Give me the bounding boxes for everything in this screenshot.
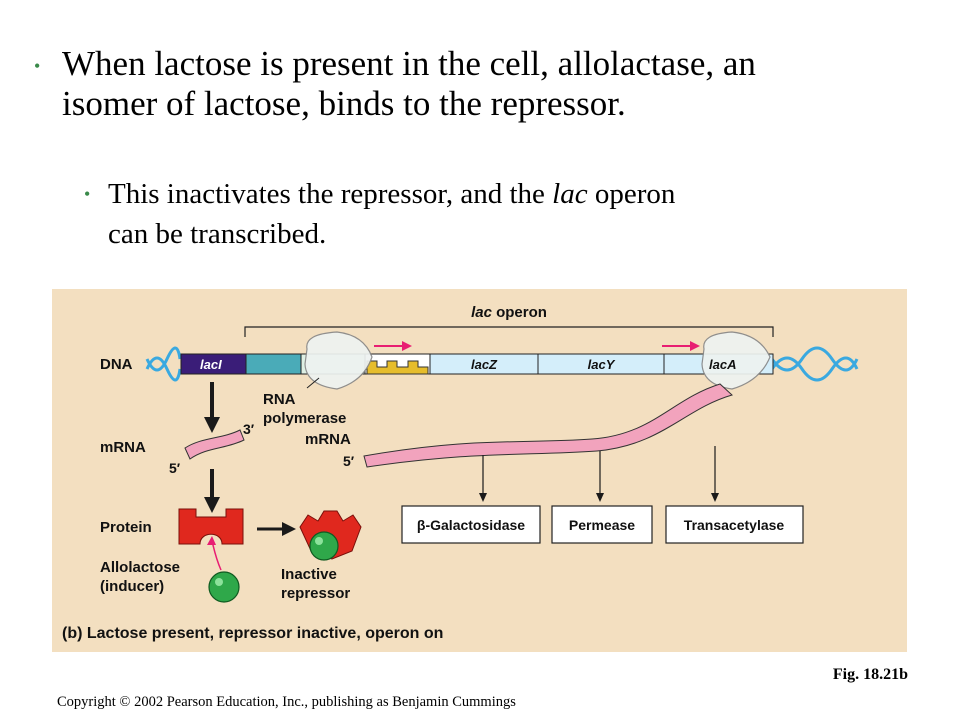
protein-label: Protein <box>100 519 152 536</box>
bound-inducer <box>309 531 339 561</box>
bound-inducer-highlight <box>315 537 323 545</box>
rna-polymerase-left <box>304 331 373 390</box>
inactive-repressor-label-2: repressor <box>281 585 350 602</box>
promoter-region <box>245 353 302 375</box>
rna-polymerase-right <box>701 331 771 390</box>
dna-helix-left <box>145 346 182 382</box>
figure-background <box>52 289 907 652</box>
transcription-arrowhead-left <box>402 341 412 351</box>
operon-label: lac operon <box>471 304 547 321</box>
translation-arrowhead-laca <box>711 493 719 502</box>
sub-bullet-text-pre: This inactivates the repressor, and the <box>108 178 553 210</box>
three-prime-label: 3′ <box>243 421 255 437</box>
inactivation-arrowhead <box>282 522 296 536</box>
laca-label: lacA <box>709 357 736 372</box>
transcription-arrowhead-right <box>690 341 700 351</box>
bullet-marker: • <box>34 56 41 76</box>
mrna-right-label: mRNA <box>305 431 351 448</box>
laci-mrna-strand <box>184 429 245 460</box>
transacetylase-box <box>665 505 804 544</box>
copyright-notice: Copyright © 2002 Pearson Education, Inc.… <box>57 694 516 710</box>
main-bullet-line-1: When lactose is present in the cell, all… <box>62 44 756 83</box>
lac-mrna-strand <box>363 383 733 468</box>
mrna-left-label: mRNA <box>100 439 146 456</box>
beta-galactosidase-label: β-Galactosidase <box>417 517 525 533</box>
transacetylase-label: Transacetylase <box>684 517 785 533</box>
rna-polymerase-label-1: RNA <box>263 391 296 408</box>
active-repressor <box>178 508 244 545</box>
allolactose-inducer-highlight <box>215 578 223 586</box>
sub-bullet-text-post: operon <box>587 178 676 210</box>
operon-bracket <box>244 326 774 337</box>
allolactose-label-2: (inducer) <box>100 578 164 595</box>
beta-galactosidase-box <box>401 505 541 544</box>
lacy-label: lacY <box>588 357 616 372</box>
fig-number: Fig. 18.21b <box>832 666 908 683</box>
lac-operon-diagram: lac operon DNA lacI lacZ lacY lacA RNA p… <box>52 289 907 652</box>
sub-bullet-line-2: can be transcribed. <box>108 218 327 250</box>
dna-label: DNA <box>100 356 133 373</box>
lacz-label: lacZ <box>471 357 498 372</box>
inactive-repressor-label-1: Inactive <box>281 566 337 583</box>
operator-shape <box>366 360 429 375</box>
rna-polymerase-label-2: polymerase <box>263 410 346 427</box>
rna-polymerase-pointer <box>306 377 320 389</box>
sub-bullet-line-1: This inactivates the repressor, and the … <box>108 174 868 214</box>
translation-arrowhead-lacz <box>479 493 487 502</box>
permease-label: Permease <box>569 517 635 533</box>
laci-label: lacI <box>200 357 222 372</box>
allolactose-label-1: Allolactose <box>100 559 180 576</box>
main-bullet-text: When lactose is present in the cell, all… <box>62 44 922 124</box>
permease-box <box>551 505 653 544</box>
sub-bullet-text-italic: lac <box>552 178 588 210</box>
lac-operon-figure: lac operon DNA lacI lacZ lacY lacA RNA p… <box>52 289 907 652</box>
inducer-binding-arrowhead <box>207 536 216 545</box>
five-prime-right: 5′ <box>343 453 355 469</box>
dna-helix-right <box>770 346 859 382</box>
allolactose-inducer <box>208 571 240 603</box>
transcription-arrowhead-laci <box>204 417 220 433</box>
translation-arrowhead-lacy <box>596 493 604 502</box>
translation-arrowhead-laci <box>204 497 220 513</box>
bullet-marker: • <box>84 184 91 204</box>
main-bullet-line-2: isomer of lactose, binds to the represso… <box>62 84 626 123</box>
sub-bullet-text: This inactivates the repressor, and the … <box>108 174 868 254</box>
five-prime-left: 5′ <box>169 460 181 476</box>
figure-caption: (b) Lactose present, repressor inactive,… <box>62 625 443 642</box>
